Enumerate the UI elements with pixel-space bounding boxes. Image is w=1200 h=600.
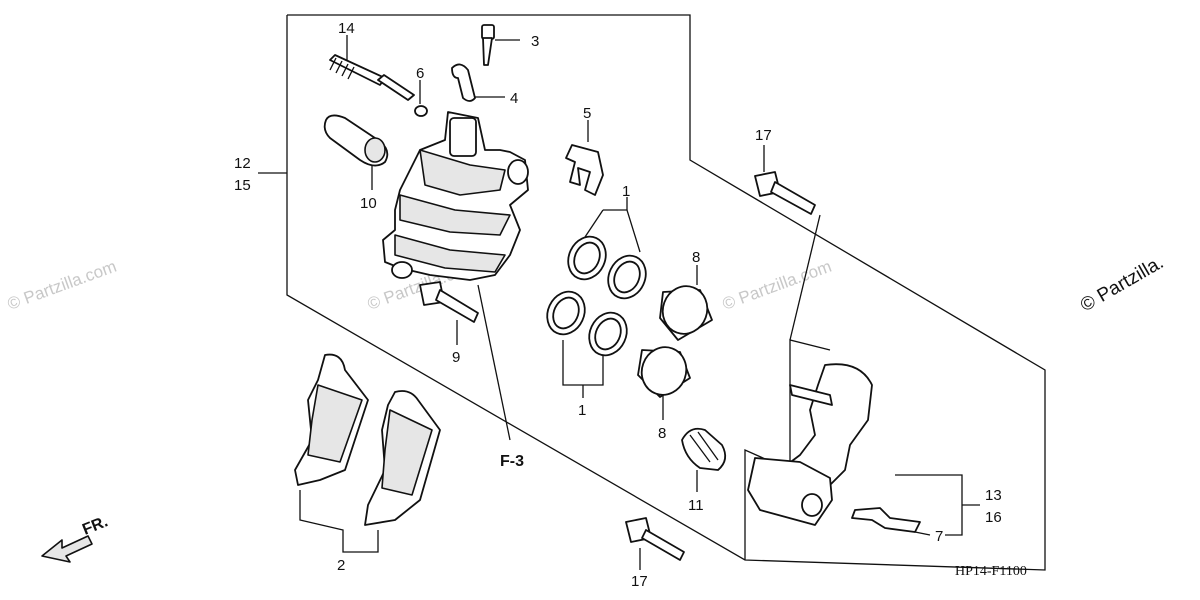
callout-6: 6 [416,65,424,82]
callout-8-lower: 8 [658,425,666,442]
washer-6[interactable] [414,105,428,117]
callout-16: 16 [985,509,1002,526]
bolt-17-upper[interactable] [754,171,816,215]
callout-9: 9 [452,349,460,366]
callout-13: 13 [985,487,1002,504]
caliper-bracket-13-16[interactable] [747,363,873,526]
callout-17-lower: 17 [631,573,648,590]
callout-5: 5 [583,105,591,122]
callout-14: 14 [338,20,355,37]
callout-8-upper: 8 [692,249,700,266]
callout-12: 12 [234,155,251,172]
callout-17-upper: 17 [755,127,772,144]
pistons-8[interactable] [635,280,714,401]
caliper-body-12-15[interactable] [382,111,529,281]
pad-spring-5[interactable] [565,144,604,196]
piston-seals-1[interactable] [540,230,652,361]
bleed-screw-3[interactable] [481,24,495,66]
clip-4[interactable] [451,63,476,102]
front-direction-arrow: FR. [41,513,110,563]
dust-boot-11[interactable] [681,427,727,471]
diagram-code: HP14-F1100 [955,564,1027,579]
pad-retainer-7[interactable] [851,507,921,533]
brake-pads-2[interactable] [294,353,441,526]
pin-boot-10[interactable] [323,114,389,167]
slide-pin-14[interactable] [329,54,415,101]
callout-4: 4 [510,90,518,107]
callout-labels: 14 3 6 4 5 17 12 15 1 10 8 9 1 8 F-3 13 … [234,20,1002,590]
reference-f3: F-3 [500,453,524,470]
watermark: © Partzilla.com [5,257,119,314]
callout-1-lower: 1 [578,402,586,419]
callout-7: 7 [935,528,943,545]
watermark: © Partzilla.com [720,257,834,314]
direction-label: FR. [80,513,110,538]
leader-lines [258,35,980,570]
copyright-text: © Partzilla. [1077,252,1167,316]
callout-10: 10 [360,195,377,212]
callout-11: 11 [688,497,704,514]
callout-1-upper: 1 [622,183,630,200]
assembly-outline [286,14,1046,571]
callout-2: 2 [337,557,345,574]
callout-15: 15 [234,177,251,194]
bracket-outline-bolt [789,214,821,341]
callout-3: 3 [531,33,539,50]
bolt-9[interactable] [419,281,479,323]
bolt-17-lower[interactable] [625,517,685,561]
